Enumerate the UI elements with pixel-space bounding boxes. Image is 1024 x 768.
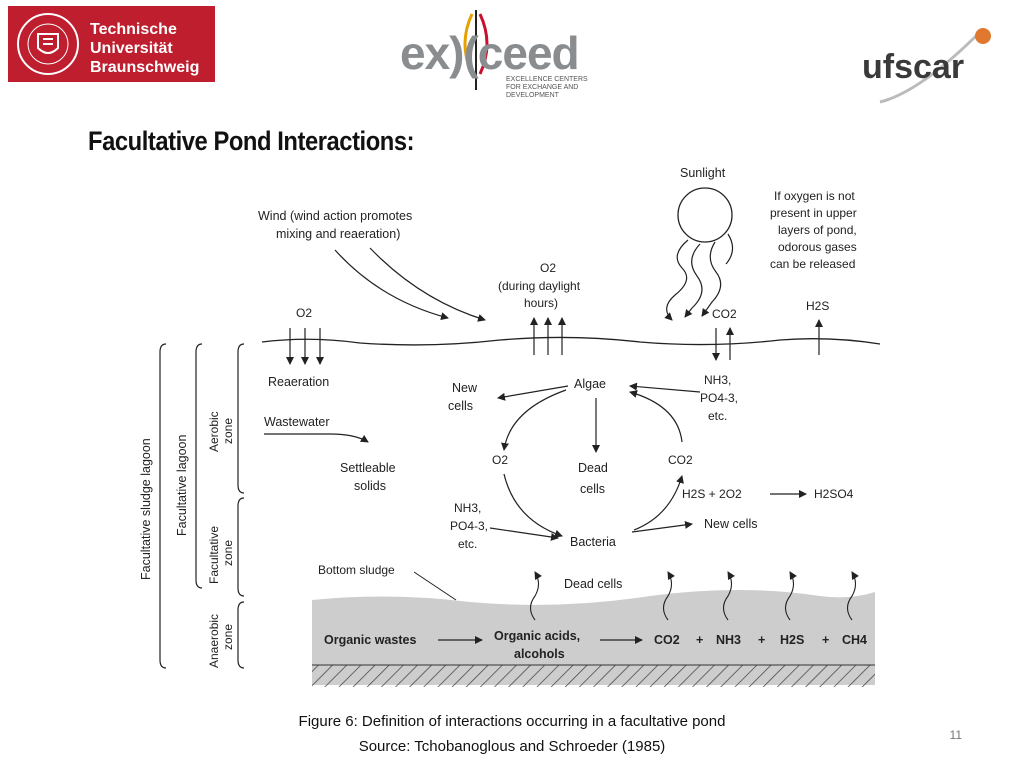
exceed-logo-mark	[463, 9, 489, 90]
figure-source: Source: Tchobanoglous and Schroeder (198…	[358, 738, 666, 755]
reaeration-label: Reaeration	[268, 375, 329, 389]
settleable-label: Settleable	[340, 461, 396, 475]
zone-facultative-line-2: zone	[221, 540, 235, 566]
exceed-logo-text: ex)(ceed	[400, 27, 580, 79]
product-plus-1: +	[696, 633, 703, 647]
zone-sludge-lagoon-label: Facultative sludge lagoon	[139, 438, 153, 580]
tu-logo-line-3: Braunschweig	[90, 59, 200, 76]
exceed-sub-line-1: EXCELLENCE CENTERS	[506, 76, 588, 83]
algae-label: Algae	[574, 377, 606, 391]
o2-cycle-label: O2	[492, 453, 508, 467]
slide-title: Facultative Pond Interactions:	[88, 126, 415, 156]
bottom-sludge-label: Bottom sludge	[318, 563, 395, 577]
zone-aerobic-line-1: Aerobic	[207, 411, 221, 452]
zone-lagoon-label: Facultative lagoon	[175, 434, 189, 536]
product-co2: CO2	[654, 633, 680, 647]
zone-facultative-line-1: Facultative	[207, 526, 221, 584]
organic-acids-line-2: alcohols	[514, 647, 565, 661]
tu-logo-line-2: Universität	[90, 40, 173, 57]
nutrients-right-line-2: PO4-3,	[700, 391, 738, 405]
bottom-sludge-layer	[312, 590, 875, 685]
oxygen-note-line-1: If oxygen is not	[774, 189, 855, 203]
water-surface	[261, 336, 881, 346]
nutrients-left-line-2: PO4-3,	[450, 519, 488, 533]
oxygen-note-line-3: layers of pond,	[778, 223, 857, 237]
dead-cells-center-line-1: Dead	[578, 461, 608, 475]
tu-seal-icon	[17, 13, 79, 75]
new-cells-right-label: New cells	[704, 517, 758, 531]
product-nh3: NH3	[716, 633, 741, 647]
dead-cells-center-line-2: cells	[580, 482, 605, 496]
facultative-pond-diagram: Sunlight If oxygen is not present in upp…	[139, 166, 881, 687]
h2so4-label: H2SO4	[814, 487, 854, 501]
product-plus-3: +	[822, 633, 829, 647]
bacteria-label: Bacteria	[570, 535, 616, 549]
new-cells-left-line-1: New	[452, 381, 478, 395]
ufscar-logo-text: ufscar	[862, 48, 964, 86]
ufscar-logo: ufscar	[860, 12, 1010, 112]
settleable-line-2: solids	[354, 479, 386, 493]
o2-daylight-label: O2	[540, 261, 556, 275]
bracket-aerobic	[237, 343, 245, 494]
bracket-lagoon	[195, 343, 203, 589]
h2s-top-label: H2S	[806, 299, 829, 313]
page-number: 11	[949, 728, 962, 742]
nutrients-right-line-3: etc.	[708, 409, 727, 423]
co2-cycle-label: CO2	[668, 453, 693, 467]
nutrients-left-line-1: NH3,	[454, 501, 481, 515]
figure-caption: Figure 6: Definition of interactions occ…	[298, 713, 726, 730]
exceed-sub-line-2: FOR EXCHANGE AND DEVELOPMENT	[506, 84, 579, 99]
nutrients-left-line-3: etc.	[458, 537, 477, 551]
zone-anaerobic-line-2: zone	[221, 624, 235, 650]
pond-floor-hatch	[312, 665, 875, 687]
product-plus-2: +	[758, 633, 765, 647]
tu-logo-line-1: Technische	[90, 21, 177, 38]
sunlight-label: Sunlight	[680, 166, 726, 180]
o2-left-label: O2	[296, 306, 312, 320]
bracket-anaerobic	[237, 601, 245, 669]
wind-label-line-1: Wind (wind action promotes	[258, 209, 412, 223]
zone-anaerobic-line-1: Anaerobic	[207, 614, 221, 668]
o2-daylight-line-2: (during daylight	[498, 279, 581, 293]
oxygen-note-line-5: can be released	[770, 257, 855, 271]
bracket-facultative	[237, 497, 245, 597]
new-cells-left-line-2: cells	[448, 399, 473, 413]
o2-daylight-line-3: hours)	[524, 296, 558, 310]
zone-aerobic-line-2: zone	[221, 418, 235, 444]
co2-top-label: CO2	[712, 307, 737, 321]
exceed-logo: ex)(ceed EXCELLENCE CENTERS FOR EXCHANGE…	[400, 6, 620, 99]
dead-cells-bottom-label: Dead cells	[564, 577, 622, 591]
organic-acids-line-1: Organic acids,	[494, 629, 580, 643]
oxygen-note-line-2: present in upper	[770, 206, 857, 220]
bracket-sludge-lagoon	[159, 343, 167, 669]
nutrients-right-line-1: NH3,	[704, 373, 731, 387]
wastewater-label: Wastewater	[264, 415, 330, 429]
tu-braunschweig-logo: Technische Universität Braunschweig	[8, 6, 215, 82]
oxygen-note-line-4: odorous gases	[778, 240, 857, 254]
wind-label-line-2: mixing and reaeration)	[276, 227, 400, 241]
product-ch4: CH4	[842, 633, 867, 647]
organic-wastes-label: Organic wastes	[324, 633, 416, 647]
h2s-reaction-label: H2S + 2O2	[682, 487, 742, 501]
sun-icon	[677, 187, 733, 243]
product-h2s: H2S	[780, 633, 804, 647]
